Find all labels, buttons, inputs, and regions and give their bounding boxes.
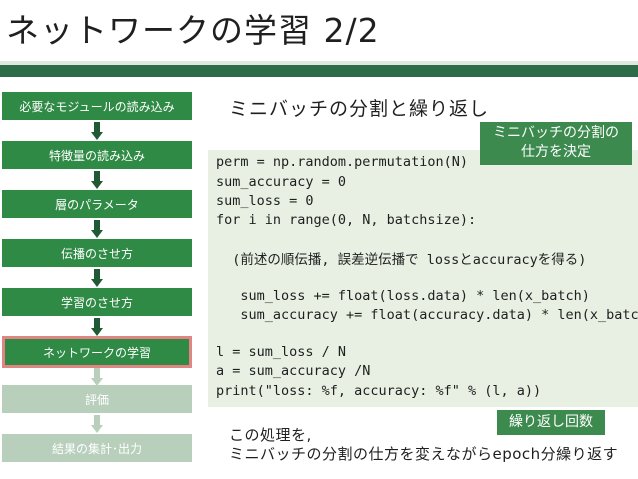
slide-title: ネットワークの学習 2/2 [6, 11, 380, 50]
note-line2: ミニバッチの分割の仕方を変えながらepoch分繰り返す [229, 445, 619, 463]
flow-arrow-down-icon [91, 318, 103, 337]
flow-step-learning-method: 学習のさせ方 [2, 288, 192, 316]
flow-step-network-training-current: ネットワークの学習 [2, 336, 192, 368]
code-line: print("loss: %f, accuracy: %f" % (l, a)) [216, 383, 542, 399]
code-line: sum_loss = 0 [216, 193, 314, 209]
code-line: sum_loss += float(loss.data) * len(x_bat… [216, 288, 590, 304]
section-subtitle: ミニバッチの分割と繰り返し [229, 98, 490, 120]
flow-arrow-down-icon [91, 368, 103, 387]
flow-step-propagation: 伝播のさせ方 [2, 239, 192, 267]
flow-arrow-down-icon [91, 415, 103, 434]
flow-step-feature-load: 特徴量の読み込み [2, 141, 192, 169]
flow-arrow-down-icon [91, 171, 103, 190]
flow-step-evaluation: 評価 [2, 385, 192, 413]
callout-split-line1: ミニバッチの分割の [493, 125, 619, 141]
flow-arrow-down-icon [91, 220, 103, 239]
code-line: for i in range(0, N, batchsize): [216, 212, 477, 228]
flow-arrow-down-icon [91, 122, 103, 141]
code-block: perm = np.random.permutation(N) sum_accu… [208, 150, 638, 407]
code-line: perm = np.random.permutation(N) [216, 154, 468, 170]
callout-split-method: ミニバッチの分割の 仕方を決定 [480, 122, 632, 165]
callout-split-line2: 仕方を決定 [521, 144, 591, 160]
flow-step-module-import: 必要なモジュールの読み込み [2, 92, 192, 120]
code-line: l = sum_loss / N [216, 344, 347, 360]
note-line1: この処理を, [229, 426, 312, 444]
header-band-light [0, 61, 638, 65]
code-line: a = sum_accuracy /N [216, 363, 371, 379]
code-line-comment: (前述の順伝播, 誤差逆伝播で lossとaccuracyを得る) [216, 252, 587, 268]
header-band [0, 65, 638, 77]
flow-step-result-output: 結果の集計･出力 [2, 434, 192, 462]
flow-arrow-down-icon [91, 269, 103, 288]
code-line: sum_accuracy += float(accuracy.data) * l… [216, 307, 638, 323]
callout-repeat-count: 繰り返し回数 [497, 410, 605, 435]
code-line: sum_accuracy = 0 [216, 174, 347, 190]
flow-step-layer-params: 層のパラメータ [2, 190, 192, 218]
